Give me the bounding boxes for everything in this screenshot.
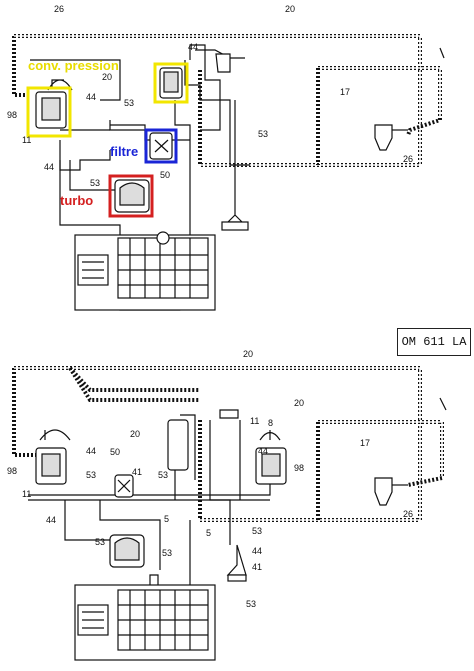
top-num-13: 26 <box>403 154 413 164</box>
model-label: OM 611 LA <box>401 335 467 349</box>
bot-num-13: 44 <box>46 515 56 525</box>
actuator-bottom <box>226 544 247 576</box>
bot-num-7: 98 <box>294 463 304 473</box>
bot-num-19: 44 <box>252 546 262 556</box>
top-num-2: 44 <box>188 42 198 52</box>
bot-num-8: 50 <box>110 447 120 457</box>
top-num-6: 11 <box>22 135 31 145</box>
bot-num-12: 11 <box>22 489 31 499</box>
top-num-5: 98 <box>7 110 17 120</box>
bot-num-10: 41 <box>132 467 142 477</box>
bot-num-15: 5 <box>164 514 169 524</box>
filtre-label: filtre <box>110 144 138 159</box>
bot-num-5: 8 <box>268 418 273 428</box>
top-num-0: 26 <box>54 4 64 14</box>
sensor-26-top <box>374 124 393 151</box>
bot-num-9: 53 <box>86 470 96 480</box>
bot-num-22: 26 <box>403 509 413 519</box>
bot-num-6: 44 <box>258 446 268 456</box>
top-num-8: 53 <box>124 98 134 108</box>
model-label-box: OM 611 LA <box>397 328 471 356</box>
engine-block-top <box>74 231 216 311</box>
top-part-numbers: 26 20 44 20 44 98 11 44 53 50 53 17 53 2… <box>7 4 413 188</box>
top-num-3: 20 <box>102 72 112 82</box>
bot-num-1: 20 <box>294 398 304 408</box>
bottom-part-numbers: 20 20 20 17 11 8 44 98 50 53 41 53 11 44… <box>7 349 413 609</box>
bot-num-18: 53 <box>252 526 262 536</box>
top-num-4: 44 <box>86 92 96 102</box>
bot-num-23: 44 <box>86 446 96 456</box>
highlight-box-converter-right <box>153 62 189 104</box>
bot-num-4: 11 <box>250 416 259 426</box>
bot-num-17: 5 <box>206 528 211 538</box>
valve-center-bottom <box>167 419 189 471</box>
sensor-26-bottom <box>374 477 393 506</box>
highlight-box-converter-left <box>26 86 72 138</box>
top-num-11: 17 <box>340 87 350 97</box>
top-num-9: 50 <box>160 170 170 180</box>
top-diagram <box>12 34 445 311</box>
bot-num-3: 17 <box>360 438 370 448</box>
hose-17-bottom <box>318 420 444 487</box>
highlight-box-turbo <box>108 174 154 218</box>
highlight-box-filter <box>144 128 178 164</box>
top-num-7: 44 <box>44 162 54 172</box>
turbo-label: turbo <box>60 193 93 208</box>
hose-20-top <box>12 34 422 167</box>
top-num-1: 20 <box>285 4 295 14</box>
bot-num-21: 53 <box>246 599 256 609</box>
bot-num-20: 41 <box>252 562 262 572</box>
bottom-diagram <box>12 366 447 661</box>
bot-num-0: 20 <box>243 349 253 359</box>
top-num-12: 53 <box>258 129 268 139</box>
conv-pression-label: conv. pression <box>28 58 119 73</box>
top-num-10: 53 <box>90 178 100 188</box>
bot-num-2: 20 <box>130 429 140 439</box>
bot-num-11: 53 <box>158 470 168 480</box>
bot-num-16: 53 <box>162 548 172 558</box>
bot-num-14: 53 <box>95 537 105 547</box>
engine-block-bottom <box>74 584 216 661</box>
bot-num-24: 98 <box>7 466 17 476</box>
